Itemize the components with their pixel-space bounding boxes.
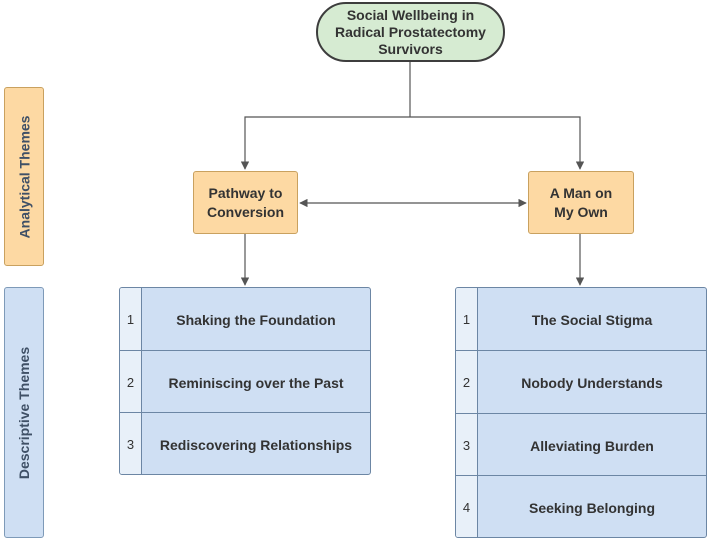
descriptive-theme-row: 3 Rediscovering Relationships	[120, 412, 370, 474]
root-to-left-theme-connector	[240, 116, 410, 170]
descriptive-theme-label: Alleviating Burden	[530, 437, 654, 454]
analytical-theme-man-on-own: A Man on My Own	[528, 171, 634, 234]
row-number: 3	[456, 414, 478, 477]
root-node: Social Wellbeing in Radical Prostatectom…	[316, 2, 505, 62]
descriptive-themes-text: Descriptive Themes	[16, 346, 33, 479]
row-number: 1	[120, 288, 142, 351]
descriptive-theme-label: Shaking the Foundation	[176, 311, 336, 328]
analytical-theme-label: Pathway to Conversion	[206, 184, 284, 220]
analytical-theme-label: A Man on My Own	[549, 184, 613, 220]
descriptive-theme-label: Reminiscing over the Past	[168, 374, 344, 391]
row-number: 3	[120, 413, 142, 474]
descriptive-theme-row: 4 Seeking Belonging	[456, 475, 706, 537]
analytical-themes-label: Analytical Themes	[4, 87, 44, 266]
row-number: 2	[456, 351, 478, 414]
descriptive-themes-table-left: 1 Shaking the Foundation 2 Reminiscing o…	[119, 287, 371, 475]
descriptive-theme-label: Nobody Understands	[521, 374, 663, 391]
descriptive-theme-row: 3 Alleviating Burden	[456, 413, 706, 477]
root-to-right-theme-connector	[410, 116, 585, 170]
row-number: 1	[456, 288, 478, 351]
descriptive-theme-row: 1 The Social Stigma	[456, 288, 706, 351]
analytical-theme-pathway: Pathway to Conversion	[193, 171, 298, 234]
descriptive-theme-label: The Social Stigma	[531, 311, 653, 328]
descriptive-theme-label: Seeking Belonging	[528, 499, 655, 516]
descriptive-theme-label: Rediscovering Relationships	[159, 436, 353, 453]
descriptive-theme-row: 2 Reminiscing over the Past	[120, 350, 370, 414]
descriptive-theme-row: 1 Shaking the Foundation	[120, 288, 370, 351]
descriptive-themes-label: Descriptive Themes	[4, 287, 44, 538]
analytical-themes-text: Analytical Themes	[16, 115, 32, 238]
row-number: 4	[456, 476, 478, 537]
descriptive-theme-row: 2 Nobody Understands	[456, 350, 706, 414]
descriptive-themes-table-right: 1 The Social Stigma 2 Nobody Understands…	[455, 287, 707, 538]
row-number: 2	[120, 351, 142, 414]
root-node-title: Social Wellbeing in Radical Prostatectom…	[335, 6, 486, 57]
